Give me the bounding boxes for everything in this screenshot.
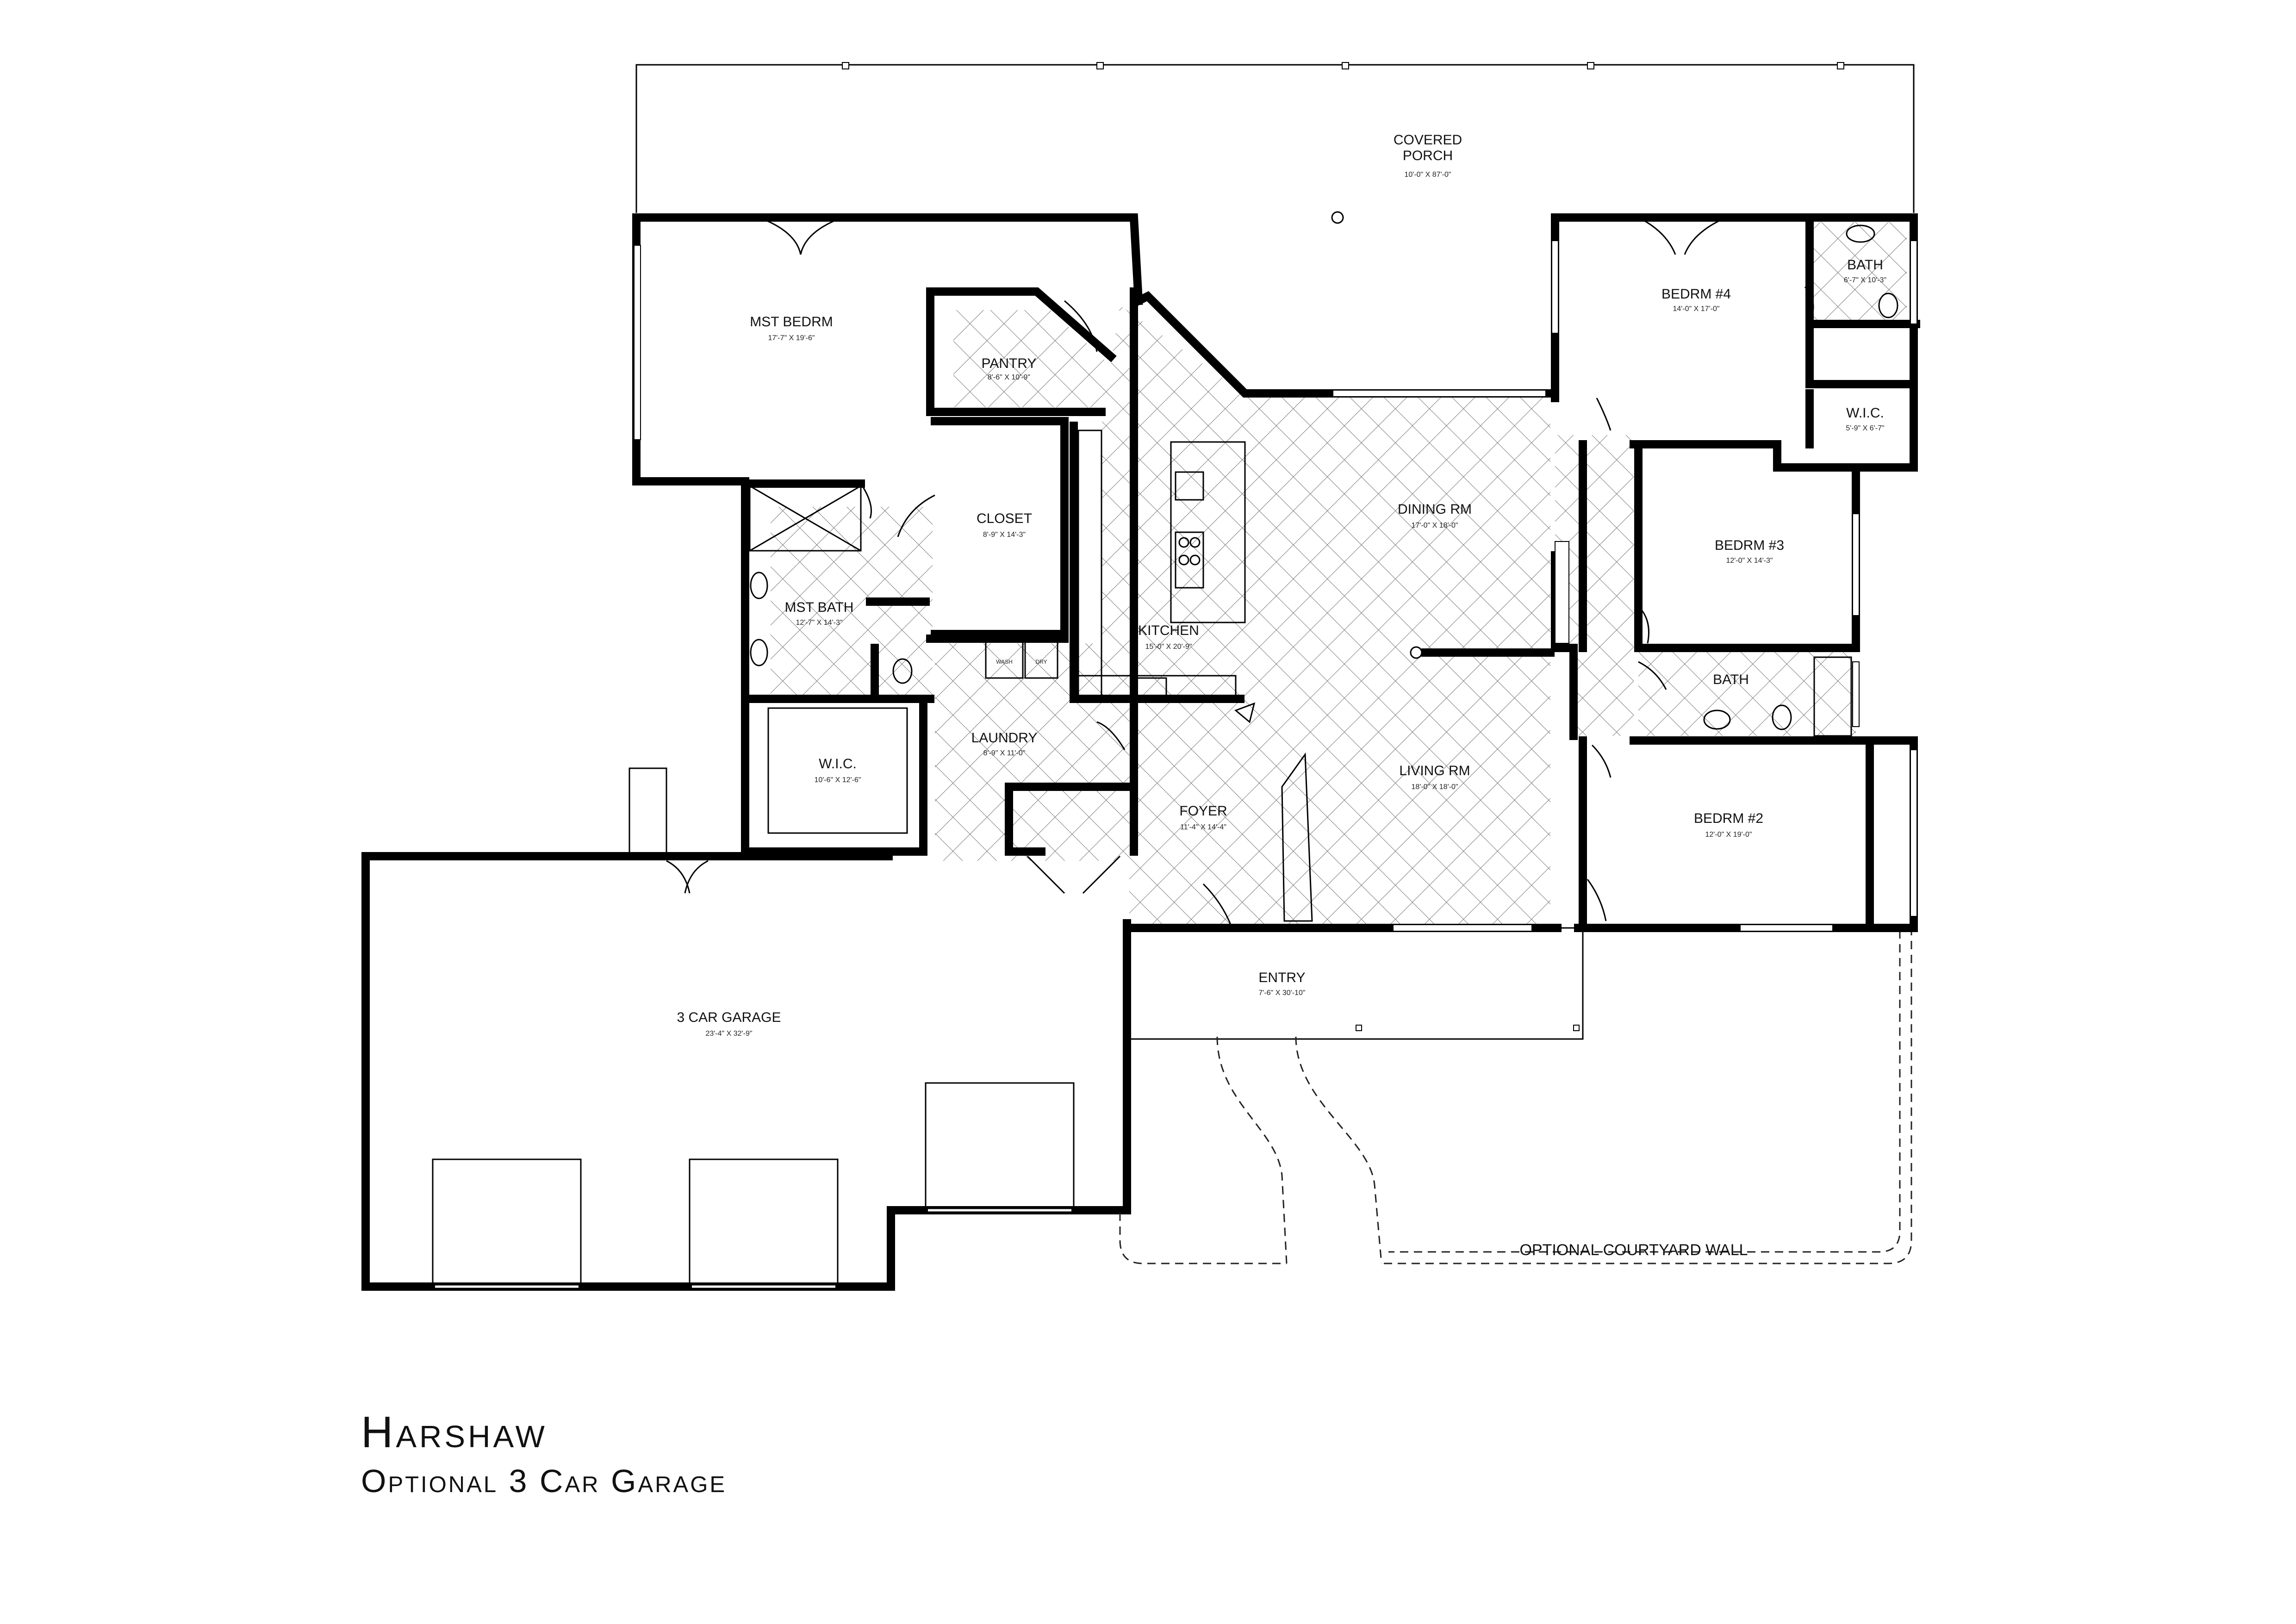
door-swing [1638,661,1667,690]
bath-mid-label: BATH [1713,672,1749,687]
shower-icon [749,485,862,552]
mst-bath-dims: 12'-7" X 14'-3" [796,619,842,627]
door-swing [1684,217,1727,255]
covered-porch [635,62,1915,224]
door-swing [1591,744,1612,778]
fixtures [749,224,1898,922]
dryer-icon [1024,640,1058,679]
door-swing [800,217,843,255]
mst-bedrm-label: MST BEDRM [750,314,833,330]
sink-icon [750,639,768,666]
dryer-label: DRY [1035,659,1047,665]
living-rm-dims: 18'-0" X 18'-0" [1411,783,1458,791]
windows [634,240,1917,932]
covered-porch-label: COVERED [1394,132,1462,148]
dining-rm-dims: 17'-0" X 18'-0" [1411,522,1458,529]
washer-label: WASH [996,659,1013,665]
toilet-icon [892,658,913,684]
bedrm3-label: BEDRM #3 [1715,538,1784,553]
sink-icon [750,572,768,599]
cooktop-icon [1175,531,1204,589]
foyer-dims: 11'-4" X 14'-4" [1180,823,1226,831]
door-swing [666,860,691,894]
bedrm2-dims: 12'-0" X 19'-0" [1705,831,1752,839]
foyer-bench [1281,752,1313,922]
wic-master-label: W.I.C. [819,756,857,772]
door-swing [1587,879,1607,921]
interior-walls [746,213,1920,932]
wic-bed4-dims: 5'-9" X 6'-7" [1846,424,1884,432]
porch-column-marker [1331,211,1344,224]
door-swing [1596,398,1612,431]
foyer-label: FOYER [1179,803,1227,819]
door-swing [1804,286,1814,324]
wic-master-dims: 10'-6" X 12'-6" [814,776,861,784]
door-swing [1096,721,1126,750]
fireplace-icon [1410,646,1423,659]
garage-label: 3 CAR GARAGE [677,1010,781,1025]
toilet-icon [1772,704,1792,730]
bedrm4-label: BEDRM #4 [1661,286,1731,302]
bath-upper-dims: 6'-7" X 10'-3" [1844,276,1886,284]
sink-icon [1175,471,1204,501]
kitchen-sink-icon [1133,677,1167,697]
toilet-icon [1878,292,1898,318]
door-swing [860,483,872,519]
mst-bedrm-dims: 17'-7" X 19'-6" [768,334,815,342]
bathtub-icon [1813,656,1852,737]
courtyard-wall [1119,930,1912,1264]
garage-structure [361,767,1131,1291]
sink-icon [1846,224,1875,243]
courtyard-wall-label: OPTIONAL COURTYARD WALL [1519,1241,1748,1259]
dining-rm-label: DINING RM [1398,502,1472,517]
covered-porch-dims: 10'-0" X 87'-0" [1404,171,1451,179]
door-swing [1638,217,1676,255]
entry-porch [1127,927,1584,1040]
plan-subtitle: Optional 3 Car Garage [361,1463,727,1499]
kitchen-label: KITCHEN [1138,623,1199,638]
entry-label: ENTRY [1258,970,1305,985]
door-swing [1082,855,1121,894]
washer-icon [985,640,1024,679]
bath-upper-label: BATH [1847,257,1883,273]
closet-dims: 8'-9" X 14'-3" [983,531,1026,539]
closet-label: CLOSET [977,511,1032,526]
laundry-label: LAUNDRY [971,730,1038,746]
wic-shelving [767,707,908,834]
door-swing [1637,605,1649,644]
kitchen-dims: 15'-0" X 20'-9" [1145,643,1192,651]
wic-bed4-label: W.I.C. [1846,405,1884,421]
kitchen-island [1170,441,1246,623]
mst-bath-label: MST BATH [785,600,854,615]
door-swing [1027,855,1065,894]
pantry-label: PANTRY [982,356,1037,371]
door-swing [1202,883,1232,926]
garage-dims: 23'-4" X 32'-9" [705,1030,752,1038]
doors [666,217,1814,926]
door-swing [759,217,802,255]
sink-icon [1703,709,1731,730]
pantry-dims: 8'-6" X 10'-9" [988,373,1030,381]
bedrm3-dims: 12'-0" X 14'-3" [1726,557,1773,565]
covered-porch-label: PORCH [1403,148,1453,163]
room-labels: COVERED PORCH 10'-0" X 87'-0" MST BEDRM … [677,132,1886,1259]
living-rm-label: LIVING RM [1399,763,1470,778]
plan-title: Harshaw [361,1407,548,1457]
door-swing [1064,300,1098,352]
bedrm4-dims: 14'-0" X 17'-0" [1673,305,1719,313]
door-swing [897,494,935,537]
bedrm2-label: BEDRM #2 [1694,811,1763,826]
door-swing [684,860,709,894]
laundry-dims: 8'-9" X 11'-0" [983,749,1026,757]
entry-dims: 7'-6" X 30'-10" [1258,989,1305,997]
